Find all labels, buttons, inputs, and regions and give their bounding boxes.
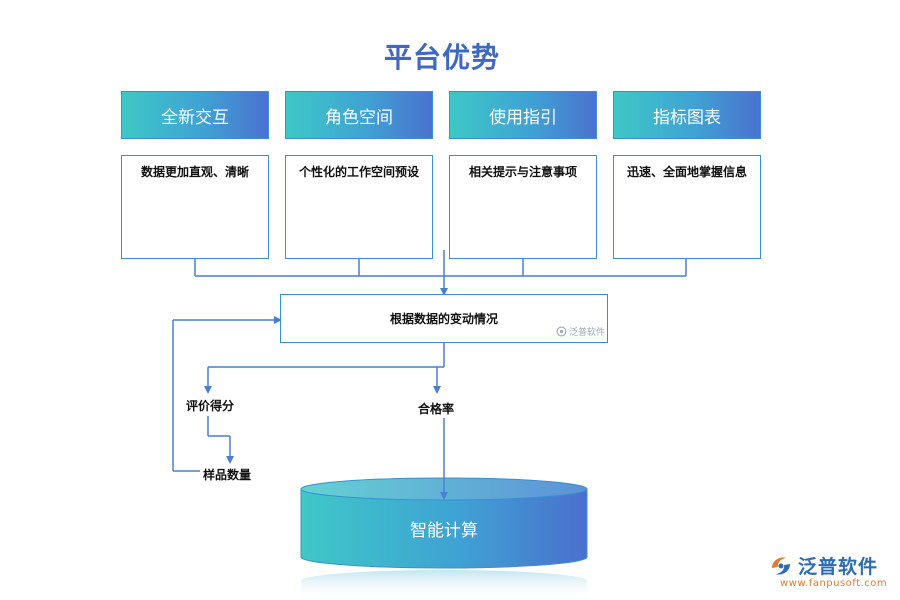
fanpu-logo-icon: [772, 556, 790, 575]
center-node: 根据数据的变动情况 泛普软件: [280, 294, 608, 343]
brand-name: 泛普软件: [798, 556, 879, 578]
feature-header: 角色空间: [285, 91, 433, 139]
diagram-title: 平台优势: [383, 41, 500, 74]
feature-description: 个性化的工作空间预设: [285, 155, 433, 259]
feature-description: 迅速、全面地掌握信息: [613, 155, 761, 259]
feature-column: 指标图表 迅速、全面地掌握信息: [613, 91, 761, 259]
cylinder-label: 智能计算: [410, 521, 478, 541]
score-label: 评价得分: [186, 399, 235, 413]
feature-column: 角色空间 个性化的工作空间预设: [285, 91, 433, 259]
center-watermark: 泛普软件: [556, 325, 605, 338]
center-node-label: 根据数据的变动情况: [389, 312, 498, 326]
brand-url: www.fanpusoft.com: [780, 578, 888, 589]
feature-column: 使用指引 相关提示与注意事项: [449, 91, 597, 259]
sample-quantity-label: 样品数量: [203, 468, 252, 482]
pass-rate-label: 合格率: [418, 402, 455, 416]
feature-header: 指标图表: [613, 91, 761, 139]
watermark-logo-icon: [556, 326, 567, 337]
feature-description: 相关提示与注意事项: [449, 155, 597, 259]
feature-header: 使用指引: [449, 91, 597, 139]
center-watermark-text: 泛普软件: [568, 328, 605, 338]
brand-logo: 泛普软件: [768, 552, 892, 579]
feature-description: 数据更加直观、清晰: [121, 155, 269, 259]
feature-header: 全新交互: [121, 91, 269, 139]
feature-column: 全新交互 数据更加直观、清晰: [121, 91, 269, 259]
